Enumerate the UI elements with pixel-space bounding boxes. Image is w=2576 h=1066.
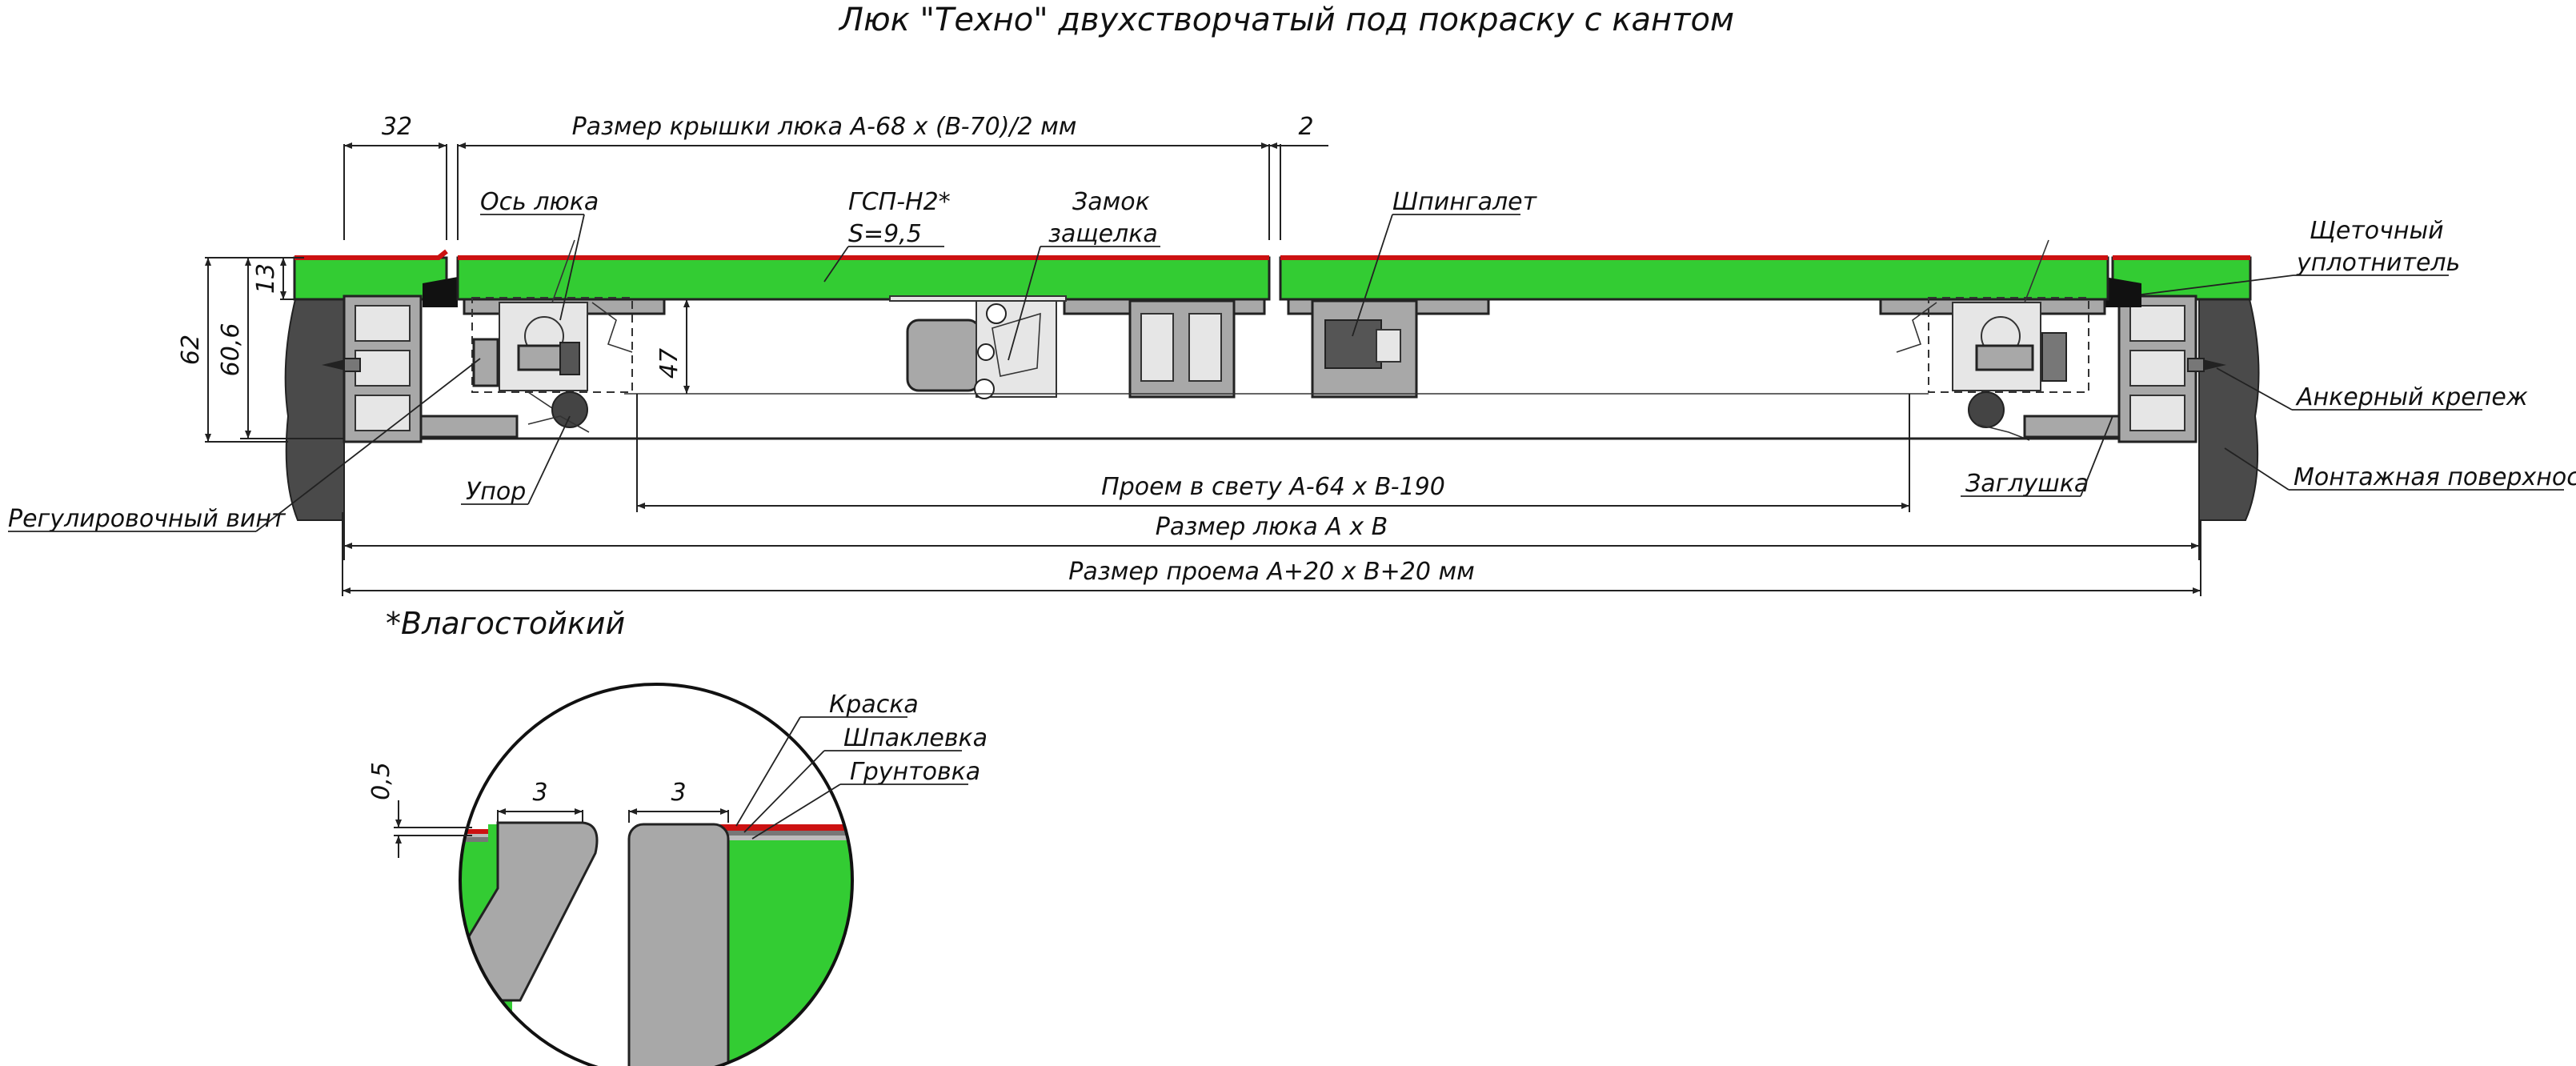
stop-left xyxy=(551,391,588,428)
dim-hatch-size: Размер люка A x B xyxy=(1156,513,1388,541)
frame-profile-right xyxy=(2023,295,2197,443)
label-plug: Заглушка xyxy=(1965,470,2089,498)
stop-right xyxy=(1968,391,2005,428)
detail-magnifier xyxy=(459,683,854,1066)
label-latch: Шпингалет xyxy=(1392,188,1538,216)
dim-clear-opening: Проем в свету A-64 x B-190 xyxy=(1101,473,1445,501)
dim-32: 32 xyxy=(382,113,412,141)
anchor-right xyxy=(2187,358,2226,372)
dim-62: 62 xyxy=(177,335,205,365)
dim-47: 47 xyxy=(655,348,683,379)
label-putty: Шпаклевка xyxy=(843,724,988,752)
frame-profile-left xyxy=(343,295,519,443)
label-brush-1: Щеточный xyxy=(2310,217,2444,245)
detail-dim-3-right: 3 xyxy=(671,779,686,807)
label-gsp-2: S=9,5 xyxy=(848,220,922,248)
label-brush-2: уплотнитель xyxy=(2296,249,2460,277)
anchor-left xyxy=(322,358,361,372)
center-profile-left xyxy=(1128,299,1236,399)
dim-gap-2: 2 xyxy=(1298,113,1313,141)
label-primer: Грунтовка xyxy=(850,758,980,786)
adjusting-screw-left xyxy=(472,338,499,387)
wall-left xyxy=(284,295,345,521)
label-stop: Упор xyxy=(466,478,526,506)
brush-seal-right xyxy=(2105,277,2141,307)
hinge-assembly-right xyxy=(1896,239,2089,441)
brush-seal-left xyxy=(423,277,458,307)
label-adjusting-screw: Регулировочный винт xyxy=(8,505,286,533)
lock-latch xyxy=(889,295,1067,399)
wall-right xyxy=(2198,295,2260,521)
frame-green-left xyxy=(293,256,448,301)
label-lock-1: Замок xyxy=(1072,188,1150,216)
detail-dim-3-left: 3 xyxy=(532,779,547,807)
dim-13: 13 xyxy=(252,263,280,294)
label-paint: Краска xyxy=(829,691,919,719)
dim-cover-size: Размер крышки люка A-68 x (B-70)/2 мм xyxy=(572,113,1077,141)
label-gsp-1: ГСП-Н2* xyxy=(848,188,951,216)
espagnolette xyxy=(1311,299,1418,399)
dim-opening-size: Размер проема A+20 x B+20 мм xyxy=(1068,558,1474,586)
label-anchor: Анкерный крепеж xyxy=(2295,383,2528,411)
dim-60-6: 60,6 xyxy=(217,323,245,377)
drawing-title: Люк "Техно" двухстворчатый под покраску … xyxy=(838,2,1734,38)
label-lock-2: защелка xyxy=(1048,220,1158,248)
note-moisture-resistant: *Влагостойкий xyxy=(386,606,625,641)
leaf-right xyxy=(1279,256,2109,301)
hinge-assembly-left xyxy=(471,297,633,433)
label-surface: Монтажная поверхность xyxy=(2294,463,2576,491)
leaf-left xyxy=(456,256,1271,301)
adjusting-screw-right xyxy=(2041,332,2067,382)
label-axis: Ось люка xyxy=(480,188,599,216)
detail-dim-0-5: 0,5 xyxy=(367,762,395,800)
